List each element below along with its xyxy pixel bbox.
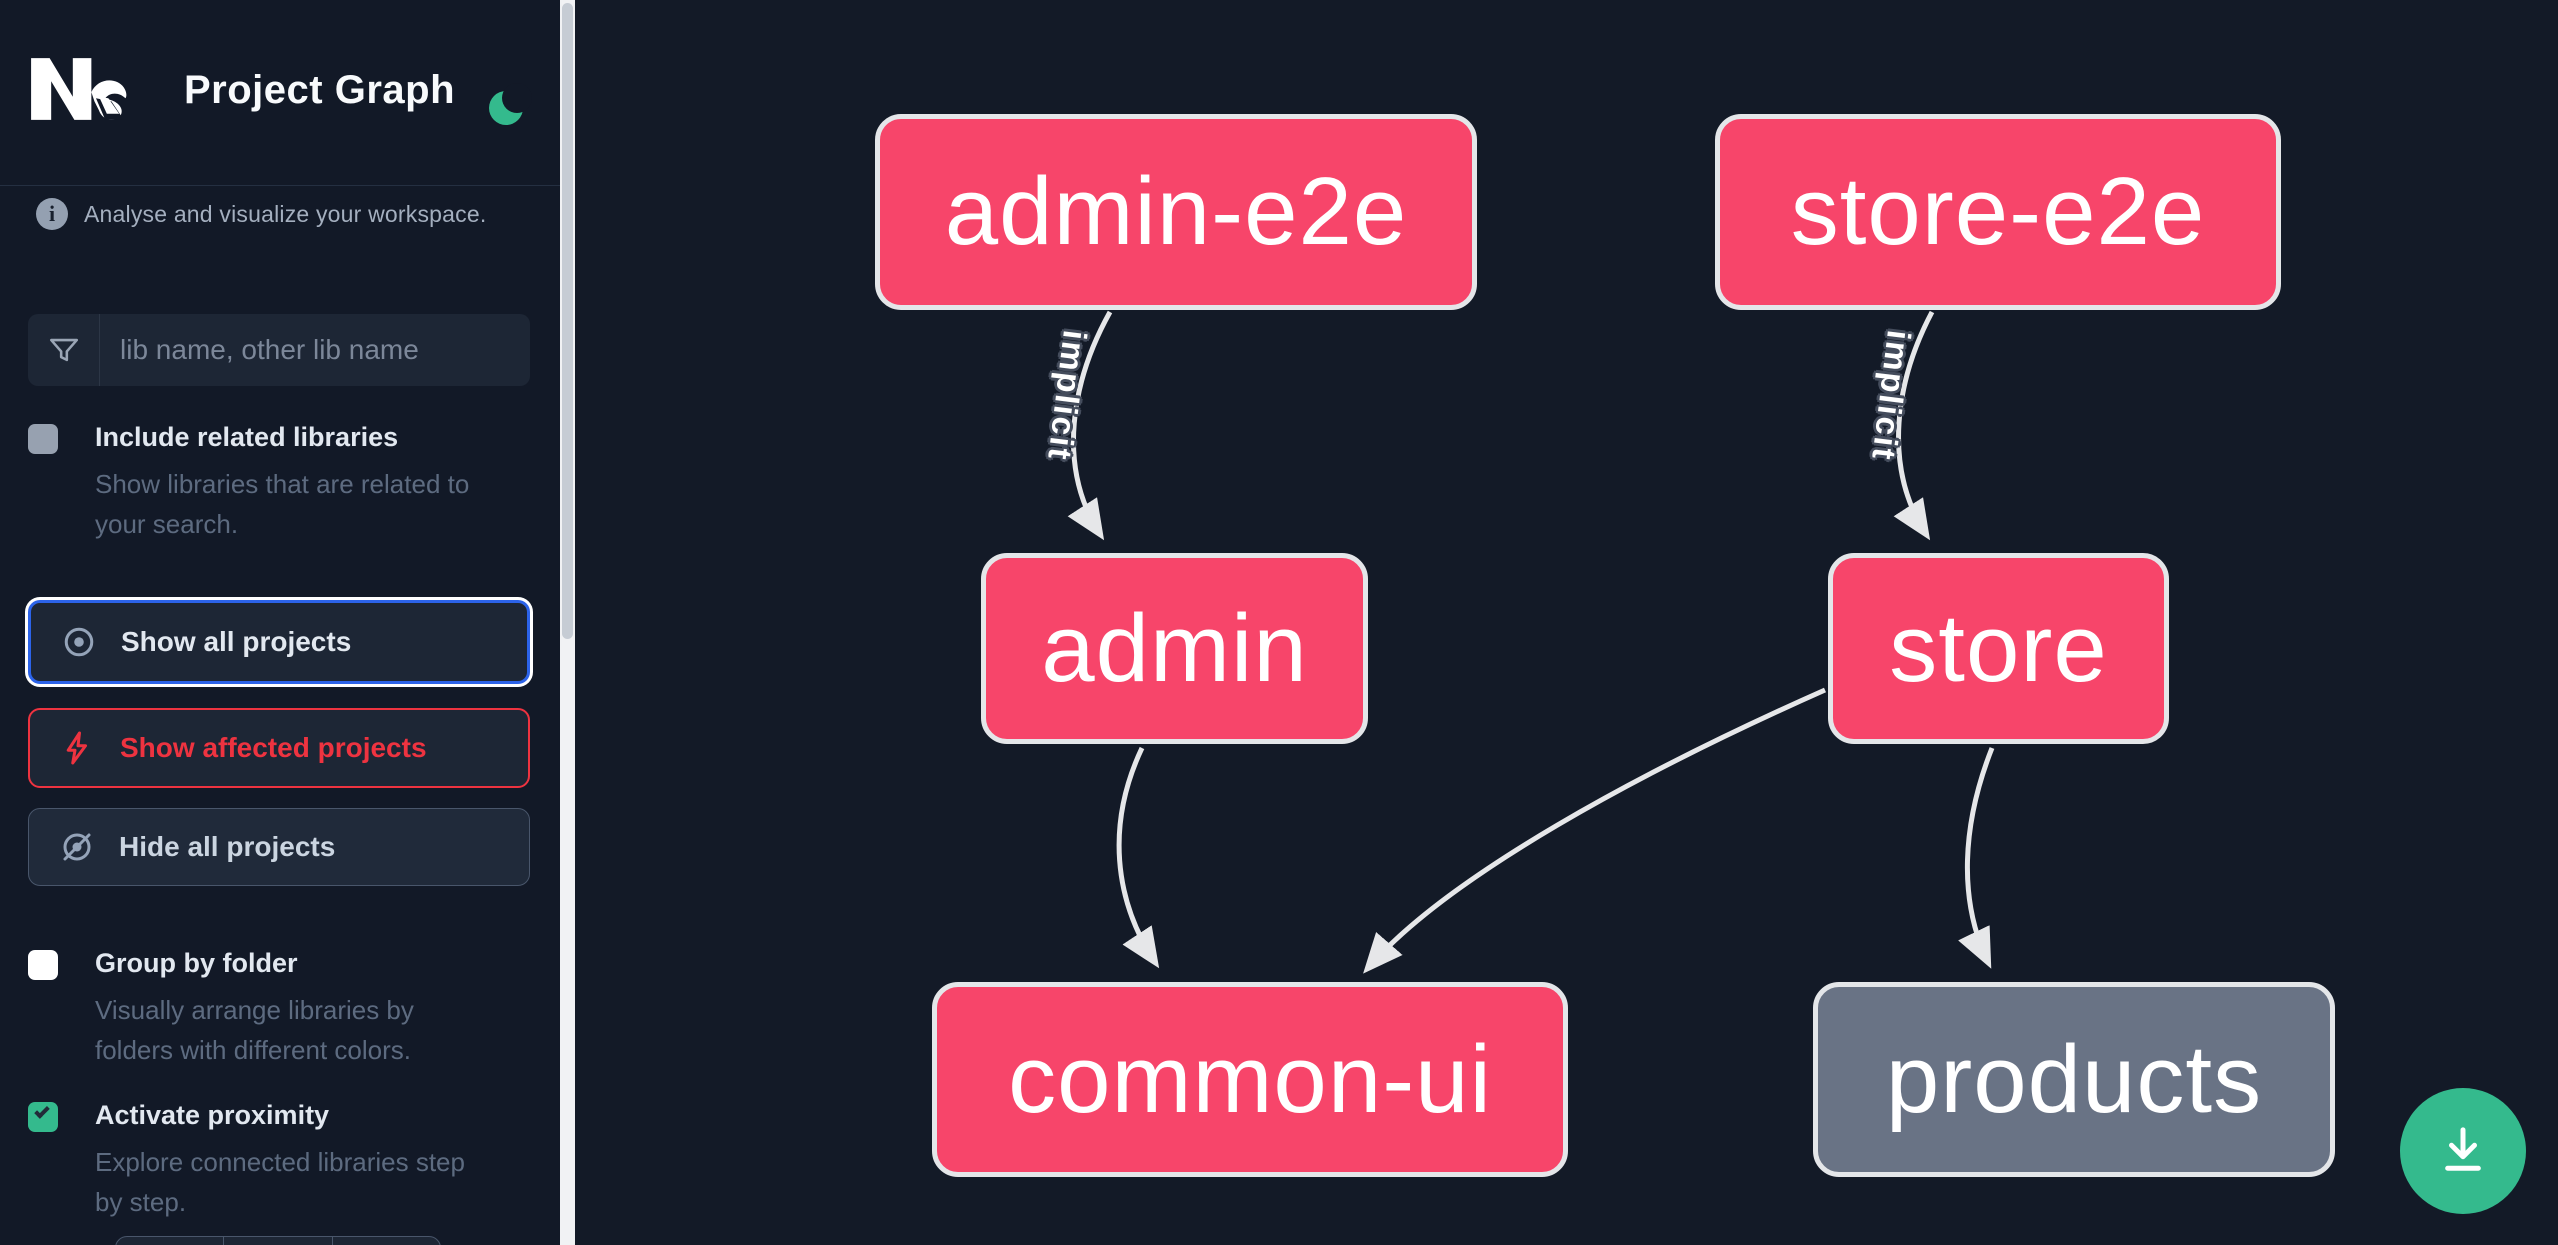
nx-logo	[31, 58, 127, 120]
workspace-tagline: Analyse and visualize your workspace.	[84, 200, 487, 227]
show-affected-projects-button[interactable]: Show affected projects	[28, 708, 530, 788]
button-label: Show affected projects	[120, 732, 427, 763]
graph-node-products[interactable]: products	[1813, 982, 2335, 1177]
graph-node-common-ui[interactable]: common-ui	[932, 982, 1568, 1177]
graph-node-admin-e2e[interactable]: admin-e2e	[875, 114, 1477, 310]
toggle-group-by-folder: Group by folder Visually arrange librari…	[28, 948, 538, 1098]
show-all-projects-button[interactable]: Show all projects	[28, 600, 530, 684]
proximity-increment-segment[interactable]	[331, 1237, 440, 1245]
toggle-include-related: Include related libraries Show libraries…	[28, 422, 538, 572]
eye-off-icon	[63, 833, 91, 861]
theme-toggle-button[interactable]	[464, 64, 532, 125]
proximity-value-segment	[223, 1237, 331, 1245]
toggle-activate-proximity: Activate proximity Explore connected lib…	[28, 1100, 538, 1245]
checkbox-activate-proximity[interactable]	[28, 1102, 58, 1132]
button-label: Hide all projects	[119, 831, 336, 862]
graph-node-store-e2e[interactable]: store-e2e	[1715, 114, 2281, 310]
toggle-label: Include related libraries	[95, 422, 399, 452]
bolt-icon	[66, 731, 87, 765]
sidebar-header: Project Graph	[0, 0, 563, 186]
download-icon	[2445, 1127, 2481, 1171]
toggle-label: Activate proximity	[95, 1100, 330, 1130]
sidebar: Project Graph i Analyse and visualize yo…	[0, 0, 575, 1245]
node-label: common-ui	[1008, 1025, 1492, 1133]
proximity-decrement-segment[interactable]	[116, 1237, 223, 1245]
button-label: Show all projects	[121, 626, 352, 657]
proximity-depth-control[interactable]	[115, 1236, 441, 1245]
eye-icon	[64, 627, 94, 657]
checkbox-include-related[interactable]	[28, 424, 58, 454]
graph-node-store[interactable]: store	[1828, 553, 2169, 744]
node-label: store	[1889, 594, 2108, 702]
node-label: admin-e2e	[944, 158, 1408, 265]
app-title: Project Graph	[184, 68, 456, 112]
info-icon: i	[36, 198, 68, 230]
funnel-icon	[28, 314, 100, 386]
toggle-label: Group by folder	[95, 948, 298, 978]
download-image-button[interactable]	[2400, 1088, 2526, 1214]
sidebar-scrollbar-thumb[interactable]	[562, 3, 573, 639]
search-input[interactable]	[100, 314, 530, 386]
checkbox-group-by-folder[interactable]	[28, 950, 58, 980]
node-label: products	[1885, 1025, 2263, 1133]
graph-node-admin[interactable]: admin	[981, 553, 1368, 744]
hide-all-projects-button[interactable]: Hide all projects	[28, 808, 530, 886]
check-icon	[34, 1103, 50, 1119]
search-box	[28, 314, 530, 386]
sidebar-scrollbar-track[interactable]	[560, 0, 575, 1245]
node-label: store-e2e	[1790, 158, 2206, 265]
node-label: admin	[1041, 594, 1308, 702]
workspace-tagline-row: i Analyse and visualize your workspace.	[36, 198, 536, 230]
